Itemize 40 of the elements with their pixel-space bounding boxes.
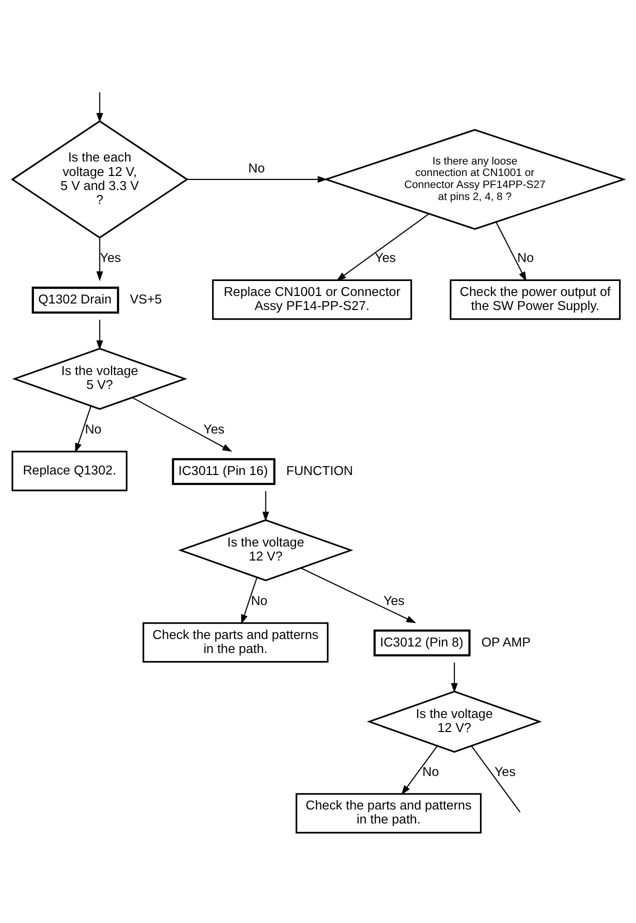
node-box: Check the parts and patterns in the path.	[142, 622, 328, 662]
arrow	[336, 213, 429, 280]
node-diamond: Is the voltage 12 V?	[178, 518, 354, 581]
node-diamond: Is the each voltage 12 V, 5 V and 3.3 V ?	[10, 120, 188, 238]
arrow	[241, 576, 258, 624]
node-box: Check the power output of the SW Power Supply.	[450, 278, 621, 320]
node-label: FUNCTION	[286, 462, 353, 478]
connector	[471, 745, 520, 812]
arrow	[496, 221, 526, 281]
node-label: VS+5	[130, 290, 162, 306]
node-box: Q1302 Drain	[32, 286, 120, 314]
arrow	[75, 405, 92, 452]
arrow	[96, 237, 104, 281]
node-diamond: Is the voltage 5 V?	[12, 347, 188, 410]
arrow	[132, 396, 232, 452]
node-box: Replace CN1001 or Connector Assy PF14-PP-S27.	[212, 278, 412, 320]
edge-label: Yes	[383, 592, 405, 608]
arrow	[96, 92, 104, 122]
edge-label: No	[517, 249, 534, 264]
arrow	[96, 319, 104, 350]
arrow	[401, 745, 438, 794]
node-diamond: Is the voltage 12 V?	[366, 690, 542, 752]
edge-label: No	[248, 160, 265, 176]
arrow	[300, 567, 416, 623]
edge-label: Yes	[100, 249, 122, 264]
edge-label: No	[422, 764, 439, 779]
edge-label: Yes	[374, 249, 396, 264]
node-box: IC3011 (Pin 16)	[172, 458, 276, 485]
edge-label: No	[84, 420, 102, 436]
arrow	[262, 490, 270, 521]
arrow	[450, 662, 458, 692]
edge-label: Yes	[494, 764, 516, 779]
node-box: Replace Q1302.	[12, 450, 128, 491]
node-diamond: Is there any loose connection at CN1001 or Connector Assy PF14PP-S27 at pins 2, 4, 8 ?	[324, 128, 626, 230]
edge-label: No	[250, 592, 268, 608]
node-label: OP AMP	[481, 634, 531, 649]
node-box: Check the parts and patterns in the path.	[296, 792, 482, 833]
node-box: IC3012 (Pin 8)	[374, 628, 471, 656]
edge-label: Yes	[203, 420, 225, 436]
arrow	[187, 176, 328, 182]
